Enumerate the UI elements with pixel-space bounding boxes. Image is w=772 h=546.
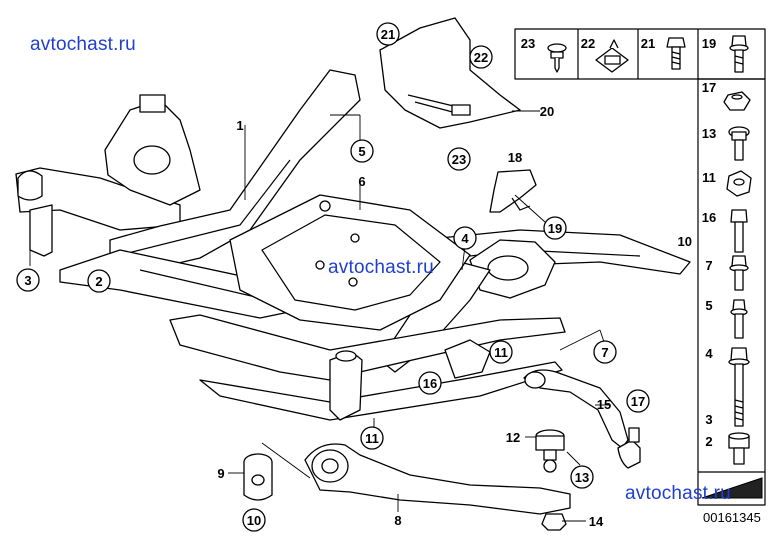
ball-joint — [535, 429, 565, 473]
panel-label-2: 2 — [705, 434, 712, 449]
heat-shield — [379, 17, 521, 129]
callout-15: 15 — [597, 397, 611, 412]
screw-washer-icon — [547, 43, 567, 73]
diagram-ref-number: 00161345 — [703, 510, 761, 525]
svg-text:11: 11 — [494, 345, 508, 360]
callout-19: 19 — [543, 216, 567, 240]
callouts-plain: 1 6 18 20 10 15 12 9 8 14 — [217, 104, 692, 529]
callout-2: 2 — [87, 269, 111, 293]
panel-label-5: 5 — [705, 298, 712, 313]
svg-text:4: 4 — [461, 231, 469, 246]
svg-text:22: 22 — [474, 50, 488, 65]
callout-22: 22 — [469, 45, 493, 69]
flange-bolt-icon — [729, 35, 749, 73]
callouts-circled: 21 22 5 23 19 4 3 2 11 16 11 17 13 10 7 — [16, 22, 650, 532]
clip-nut-icon — [595, 39, 629, 73]
svg-text:17: 17 — [631, 394, 645, 409]
callout-3: 3 — [16, 268, 40, 292]
svg-text:21: 21 — [381, 27, 395, 42]
callout-16: 16 — [418, 371, 442, 395]
parts-panel-right — [697, 78, 766, 506]
panel-label-13: 13 — [702, 126, 716, 141]
panel-label-19: 19 — [702, 36, 716, 51]
callout-6: 6 — [358, 174, 365, 189]
callout-14: 14 — [589, 514, 604, 529]
lower-control-arm-8 — [304, 443, 571, 515]
watermark-bottom-right: avtochast.ru — [625, 483, 731, 504]
nut-14 — [541, 513, 567, 531]
socket-bolt-icon — [728, 432, 750, 465]
panel-label-11: 11 — [702, 170, 716, 185]
flange-bolt-icon — [729, 255, 749, 291]
arrow-wedge-icon — [701, 477, 763, 499]
panel-label-7: 7 — [705, 258, 712, 273]
callout-12: 12 — [506, 430, 520, 445]
control-arm-7 — [523, 369, 641, 469]
callout-1: 1 — [236, 118, 243, 133]
panel-label-23: 23 — [521, 36, 535, 51]
callout-23: 23 — [447, 147, 471, 171]
hex-bolt-icon — [666, 37, 686, 70]
bracket-18 — [489, 169, 537, 213]
hex-nut-icon — [726, 170, 752, 197]
callout-5: 5 — [350, 139, 374, 163]
front-axle-subframe — [15, 69, 691, 421]
leader-lines — [29, 110, 610, 522]
callout-18: 18 — [508, 150, 522, 165]
svg-text:3: 3 — [24, 273, 31, 288]
long-bolt-icon — [728, 347, 750, 427]
self-locking-nut-icon — [723, 91, 751, 111]
watermark-top-left: avtochast.ru — [30, 34, 136, 55]
svg-text:10: 10 — [247, 513, 261, 528]
hex-bolt-long-icon — [730, 209, 748, 253]
panel-label-21: 21 — [641, 36, 655, 51]
callout-10: 10 — [242, 508, 266, 532]
callout-9: 9 — [217, 466, 224, 481]
callout-17: 17 — [626, 389, 650, 413]
svg-text:23: 23 — [452, 152, 466, 167]
svg-text:13: 13 — [575, 470, 589, 485]
callout-4: 4 — [453, 226, 477, 250]
svg-text:2: 2 — [95, 274, 102, 289]
svg-text:16: 16 — [423, 376, 437, 391]
parts-panel-top — [514, 28, 766, 80]
parts-panel-top-labels: 23 22 21 19 — [521, 36, 716, 51]
callout-11a: 11 — [489, 340, 513, 364]
panel-label-22: 22 — [581, 36, 595, 51]
callout-10-side: 10 — [678, 234, 692, 249]
callout-21: 21 — [376, 22, 400, 46]
collar-bolt-icon — [728, 126, 750, 161]
panel-label-16: 16 — [702, 210, 716, 225]
panel-label-4: 4 — [705, 346, 713, 361]
callout-7: 7 — [593, 340, 617, 364]
callout-13: 13 — [570, 465, 594, 489]
svg-text:11: 11 — [365, 431, 379, 446]
svg-text:7: 7 — [601, 345, 608, 360]
rubber-bushing — [243, 453, 273, 501]
parts-panel-right-labels: 17 13 11 16 7 5 4 3 2 — [702, 80, 716, 449]
svg-text:5: 5 — [358, 144, 365, 159]
callout-8: 8 — [394, 513, 401, 528]
callout-11b: 11 — [360, 426, 384, 450]
watermark-center: avtochast.ru — [328, 257, 434, 278]
hex-bolt-icon — [730, 299, 748, 339]
panel-label-17: 17 — [702, 80, 716, 95]
svg-text:19: 19 — [548, 221, 562, 236]
callout-20: 20 — [540, 104, 554, 119]
panel-label-3: 3 — [705, 412, 712, 427]
